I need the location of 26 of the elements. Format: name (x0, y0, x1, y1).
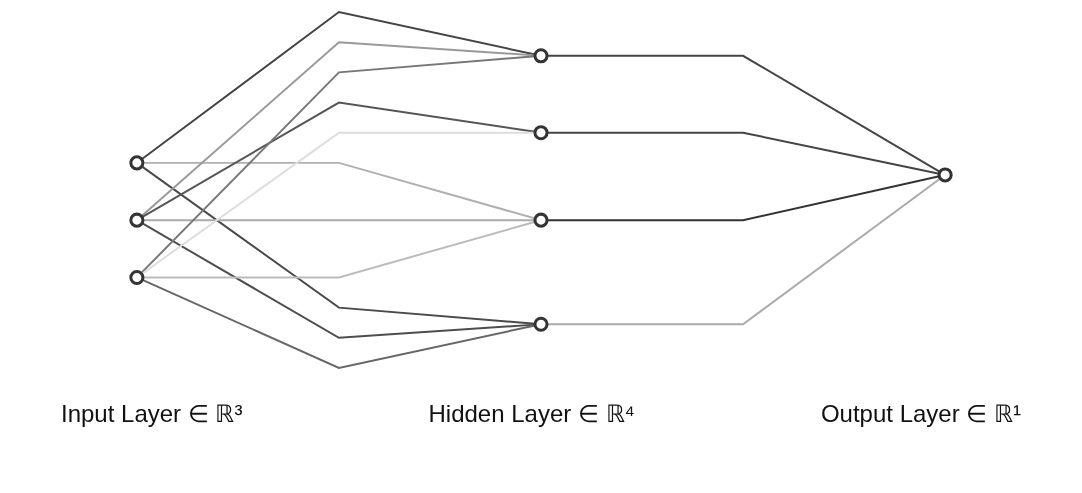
connector (140, 165, 536, 325)
connector (140, 55, 536, 275)
node-circle (533, 48, 549, 64)
node-circle (129, 269, 145, 285)
connector (141, 219, 536, 222)
node-circle (129, 155, 145, 171)
layer-label: Output Layer ∈ ℝ¹ (820, 400, 1021, 428)
node-circle (937, 167, 953, 183)
connector (141, 101, 536, 219)
connector (141, 220, 537, 279)
node-circle (533, 316, 549, 332)
connector (141, 222, 536, 339)
connector (546, 177, 942, 326)
connector (141, 278, 537, 369)
connector (546, 175, 941, 222)
connector (140, 11, 537, 161)
connector (141, 161, 537, 220)
node-circle (533, 212, 549, 228)
layer-label: Hidden Layer ∈ ℝ⁴ (428, 400, 635, 428)
node-circle (129, 212, 145, 228)
connector (140, 41, 536, 218)
layer-label: Input Layer ∈ ℝ³ (61, 400, 243, 428)
connector (546, 131, 941, 175)
connector (546, 54, 941, 173)
connector (140, 131, 536, 275)
node-circle (533, 125, 549, 141)
